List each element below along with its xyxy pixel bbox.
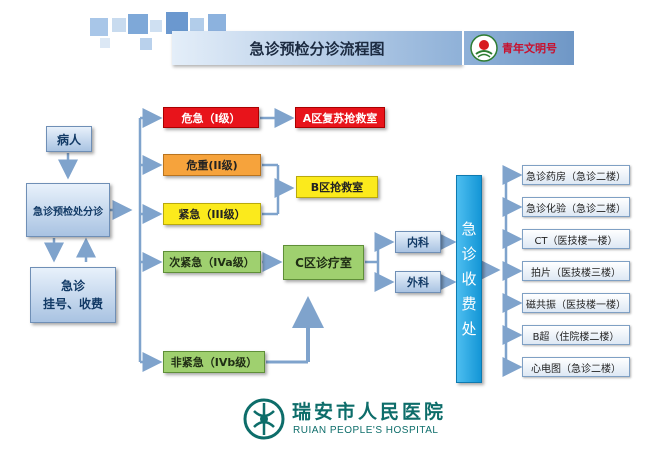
- badge-text: 青年文明号: [502, 42, 557, 55]
- level-critical-node: 危急（Ⅰ级）: [163, 107, 259, 128]
- hospital-name-cn: 瑞安市人民医院: [292, 401, 447, 423]
- level-urgent-node: 紧急（III级）: [163, 203, 261, 225]
- service-lab: 急诊化验（急诊二楼）: [522, 197, 630, 217]
- patient-node: 病人: [46, 126, 92, 152]
- registration-node: 急诊 挂号、收费: [30, 267, 116, 323]
- area-b-node: B区抢救室: [296, 176, 378, 198]
- youth-civilization-logo-icon: [470, 34, 498, 62]
- hospital-name-en: RUIAN PEOPLE'S HOSPITAL: [293, 425, 439, 436]
- level-non-urgent-node: 非紧急（IVb级）: [163, 351, 265, 373]
- internal-medicine-node: 内科: [395, 231, 441, 253]
- hospital-logo: 瑞安市人民医院 RUIAN PEOPLE'S HOSPITAL: [242, 395, 443, 443]
- service-pharmacy: 急诊药房（急诊二楼）: [522, 165, 630, 185]
- service-mri: 磁共振（医技楼一楼）: [522, 293, 630, 313]
- payment-node: 急 诊 收 费 处: [456, 175, 482, 383]
- youth-badge: 青年文明号: [462, 31, 574, 65]
- hospital-emblem-icon: [243, 398, 285, 440]
- service-ct: CT（医技楼一楼）: [522, 229, 630, 249]
- service-xray: 拍片（医技楼三楼）: [522, 261, 630, 281]
- area-a-node: A区复苏抢救室: [295, 107, 385, 128]
- area-c-node: C区诊疗室: [283, 245, 364, 280]
- service-ecg: 心电图（急诊二楼）: [522, 357, 630, 377]
- level-semi-urgent-node: 次紧急（IVa级）: [163, 251, 261, 273]
- level-severe-node: 危重(II级): [163, 154, 261, 176]
- triage-node: 急诊预检处分诊: [26, 183, 110, 237]
- surgery-node: 外科: [395, 271, 441, 293]
- service-ultrasound: B超（住院楼二楼）: [522, 325, 630, 345]
- page-title: 急诊预检分诊流程图: [249, 39, 385, 58]
- title-banner: 急诊预检分诊流程图: [172, 31, 462, 65]
